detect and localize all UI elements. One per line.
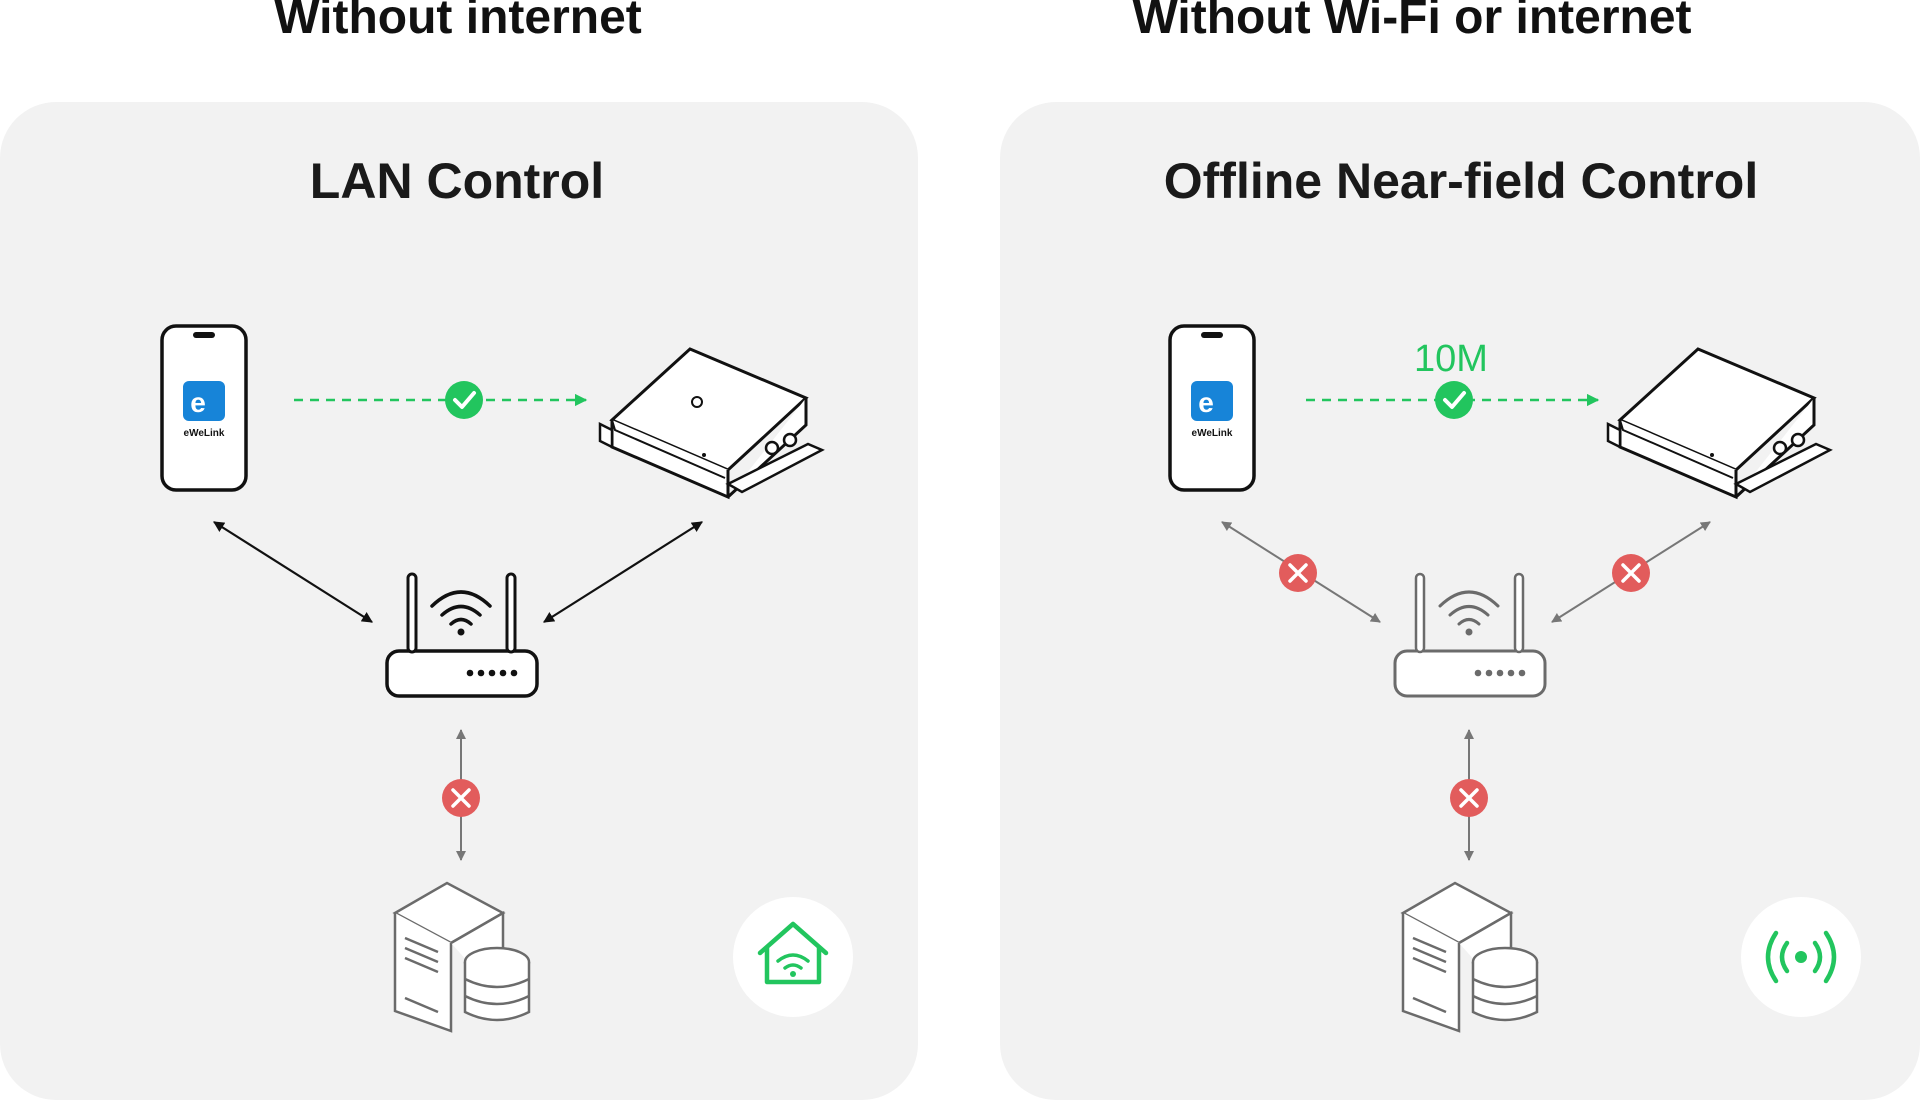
fail-icon-left-server xyxy=(442,779,480,817)
heading-left: Without internet xyxy=(274,0,642,44)
link-phone-router-left xyxy=(213,521,373,623)
svg-text:e: e xyxy=(190,387,206,418)
range-label: 10M xyxy=(1414,338,1488,380)
fail-icon-right-switch xyxy=(1612,554,1650,592)
wifi-home-icon xyxy=(733,897,853,1017)
heading-right: Without Wi-Fi or internet xyxy=(1132,0,1692,44)
app-label-left: eWeLink xyxy=(184,428,225,439)
ewelink-app-icon-right: e xyxy=(1191,381,1233,421)
svg-text:e: e xyxy=(1198,387,1214,418)
smart-switch-left xyxy=(598,347,825,500)
cloud-server-left xyxy=(392,881,531,1033)
wifi-icon-right xyxy=(1438,590,1500,626)
panel-title-lan: LAN Control xyxy=(309,153,605,209)
cloud-server-right xyxy=(1400,881,1539,1033)
phone-left: e eWeLink xyxy=(160,324,248,492)
ewelink-app-icon: e xyxy=(183,381,225,421)
check-icon-left xyxy=(445,381,483,419)
router-right xyxy=(1393,572,1547,698)
fail-icon-right-server xyxy=(1450,779,1488,817)
wifi-icon-left xyxy=(430,590,492,626)
panel-title-offline: Offline Near-field Control xyxy=(1163,153,1759,209)
check-icon-right xyxy=(1435,381,1473,419)
fail-icon-right-phone xyxy=(1279,554,1317,592)
radio-signal-icon xyxy=(1741,897,1861,1017)
phone-right: e eWeLink xyxy=(1168,324,1256,492)
app-label-right: eWeLink xyxy=(1192,428,1233,439)
smart-switch-right xyxy=(1606,347,1833,500)
link-switch-router-left xyxy=(543,521,703,623)
router-left xyxy=(385,572,539,698)
